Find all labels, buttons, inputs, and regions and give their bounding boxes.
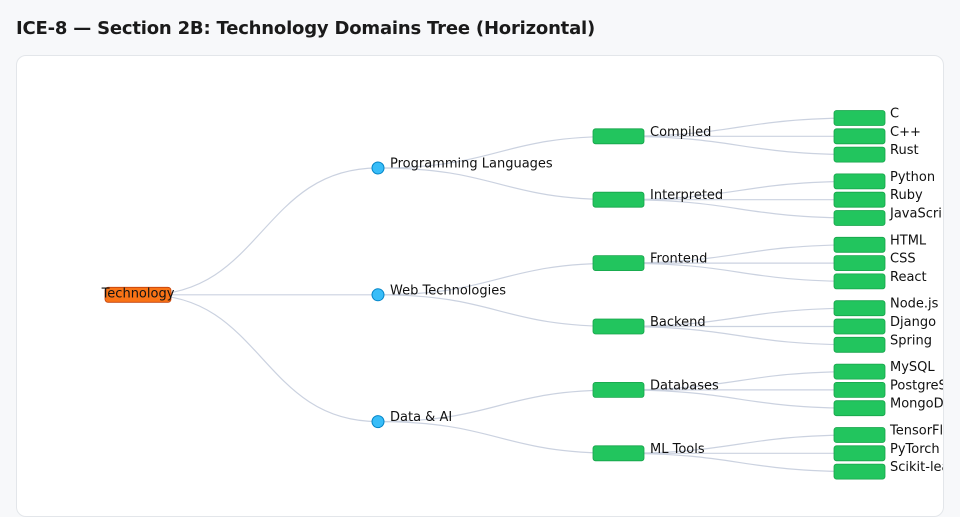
node-label-compiled: Compiled	[650, 125, 711, 140]
tree-link	[618, 371, 860, 391]
leaf-node-marker-pytorch[interactable]	[833, 445, 886, 462]
branch-node-marker-programming-languages[interactable]	[371, 161, 385, 175]
node-label-css: CSS	[890, 252, 916, 267]
subcategory-node-marker-ml-tools[interactable]	[592, 445, 645, 462]
node-label-tensorflow: TensorFlow	[889, 424, 943, 439]
node-label-javascript: JavaScript	[889, 207, 943, 222]
tree-link	[618, 199, 860, 219]
leaf-node-marker-django[interactable]	[833, 318, 886, 335]
leaf-node-marker-c[interactable]	[833, 110, 886, 126]
tree-link	[377, 167, 620, 201]
tree-link	[618, 325, 860, 346]
node-label-technology: Technology	[101, 286, 175, 301]
node-label-ruby: Ruby	[890, 188, 923, 203]
leaf-node-marker-ruby[interactable]	[833, 191, 886, 208]
tree-link	[618, 135, 860, 156]
page-title: ICE-8 — Section 2B: Technology Domains T…	[16, 18, 596, 39]
node-label-html: HTML	[890, 233, 927, 248]
node-label-mongodb: MongoDB	[890, 397, 943, 412]
node-label-scikit-learn: Scikit-learn	[890, 460, 943, 475]
tree-link	[377, 421, 620, 454]
leaf-node-marker-mysql[interactable]	[833, 363, 886, 380]
node-label-django: Django	[890, 315, 936, 330]
node-label-ml-tools: ML Tools	[650, 442, 705, 457]
tree-link	[377, 135, 620, 169]
tree-link	[377, 389, 620, 423]
subcategory-node-marker-backend[interactable]	[592, 318, 645, 335]
tree-link	[618, 117, 860, 137]
node-label-react: React	[890, 270, 927, 285]
tree-link	[618, 244, 860, 264]
subcategory-node-marker-databases[interactable]	[592, 381, 645, 398]
node-label-mysql: MySQL	[890, 360, 935, 375]
leaf-node-marker-tensorflow[interactable]	[833, 427, 886, 443]
node-label-pytorch: PyTorch	[890, 442, 940, 457]
node-label-interpreted: Interpreted	[650, 188, 723, 203]
tree-link	[377, 294, 620, 328]
tree-link	[145, 294, 379, 423]
branch-node-marker-data-ai[interactable]	[371, 415, 385, 429]
tree-link	[377, 262, 620, 296]
tree-link	[618, 307, 860, 328]
node-label-programming-languages: Programming Languages	[390, 157, 553, 172]
tree-link	[145, 167, 379, 296]
leaf-node-marker-javascript[interactable]	[833, 210, 886, 226]
leaf-node-marker-scikit-learn[interactable]	[833, 463, 886, 480]
node-label-backend: Backend	[650, 315, 706, 330]
node-label-c: C	[890, 107, 899, 122]
leaf-node-marker-spring[interactable]	[833, 336, 886, 353]
leaf-node-marker-css[interactable]	[833, 255, 886, 272]
root-node-marker[interactable]	[104, 286, 172, 303]
node-label-rust: Rust	[890, 143, 919, 158]
leaf-node-marker-mongodb[interactable]	[833, 400, 886, 417]
tree-link	[618, 180, 860, 201]
node-label-python: Python	[890, 170, 935, 185]
leaf-node-marker-python[interactable]	[833, 173, 886, 190]
subcategory-node-marker-frontend[interactable]	[592, 255, 645, 272]
tree-link	[618, 452, 860, 473]
node-label-web-technologies: Web Technologies	[390, 283, 506, 298]
branch-node-marker-web-technologies[interactable]	[371, 288, 385, 302]
node-label-c: C++	[890, 125, 921, 140]
tree-link	[618, 389, 860, 409]
leaf-node-marker-c[interactable]	[833, 128, 886, 145]
leaf-node-marker-postgresql[interactable]	[833, 381, 886, 398]
leaf-node-marker-html[interactable]	[833, 236, 886, 253]
node-label-databases: Databases	[650, 378, 719, 393]
leaf-node-marker-react[interactable]	[833, 273, 886, 290]
subcategory-node-marker-interpreted[interactable]	[592, 191, 645, 208]
node-label-spring: Spring	[890, 333, 932, 348]
node-label-frontend: Frontend	[650, 252, 707, 267]
node-label-node-js: Node.js	[890, 297, 939, 312]
links-layer	[145, 117, 860, 473]
node-label-postgresql: PostgreSQL	[890, 378, 943, 393]
leaf-node-marker-rust[interactable]	[833, 146, 886, 163]
node-label-data-ai: Data & AI	[390, 410, 452, 425]
leaf-node-marker-node-js[interactable]	[833, 300, 886, 317]
subcategory-node-marker-compiled[interactable]	[592, 128, 645, 145]
tree-node-technology[interactable]	[104, 286, 172, 303]
tree-link	[618, 262, 860, 282]
tree-link	[618, 434, 860, 454]
